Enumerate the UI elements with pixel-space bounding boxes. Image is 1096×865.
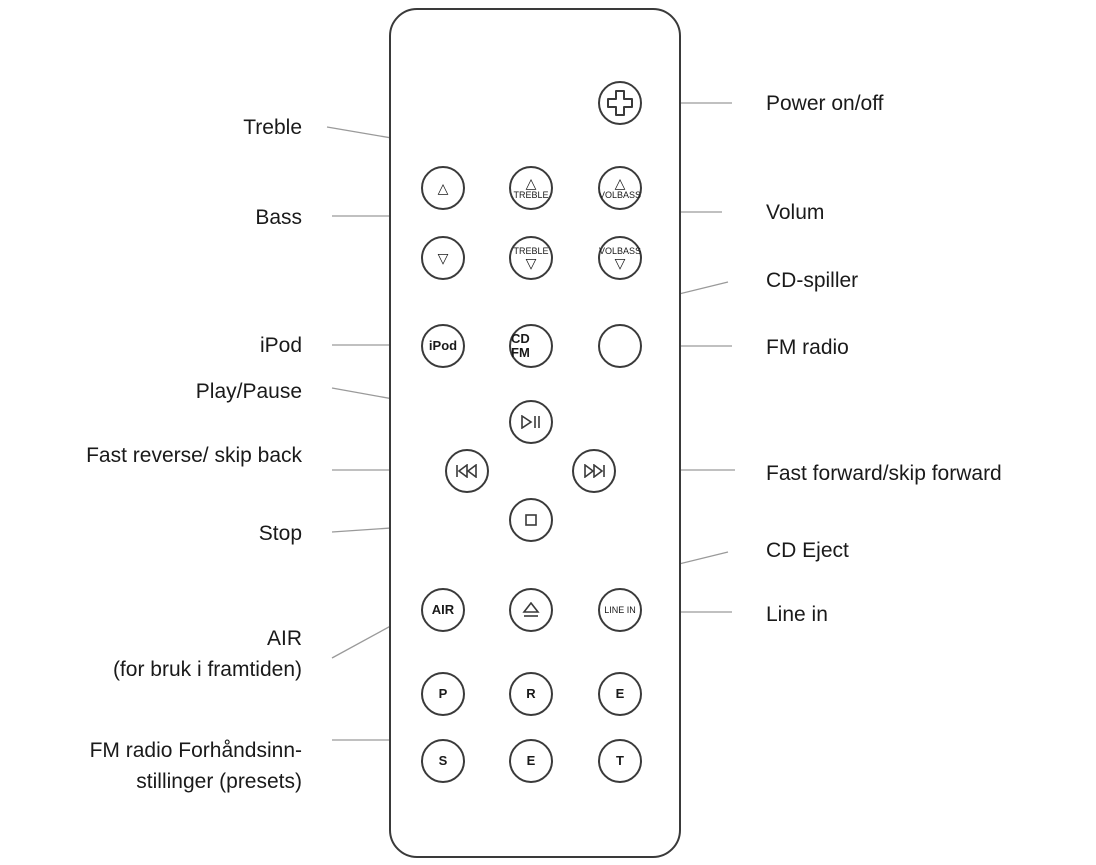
vol-bass-up-button[interactable]: △ VOLBASS: [598, 166, 642, 210]
eject-icon: [522, 602, 540, 617]
label-stop: Stop: [258, 522, 302, 545]
preset-r-button[interactable]: R: [509, 672, 553, 716]
eject-button[interactable]: [509, 588, 553, 632]
preset-t-button[interactable]: T: [598, 739, 642, 783]
line-in-button-label: LINE IN: [604, 605, 636, 615]
preset-e1-button[interactable]: E: [598, 672, 642, 716]
preset-e2-label: E: [526, 753, 536, 768]
stop-button[interactable]: [509, 498, 553, 542]
triangle-down-icon: ▽: [614, 255, 626, 271]
label-air-line2: (for bruk i framtiden): [112, 658, 302, 681]
label-treble: Treble: [243, 116, 302, 139]
label-presets-line1: FM radio Forhåndsinn-: [89, 739, 302, 762]
plus-icon: [607, 90, 633, 116]
vol-bass-up-label: VOLBASS: [598, 190, 642, 200]
triangle-up-icon: △: [525, 175, 537, 191]
label-presets-line2: stillinger (presets): [136, 770, 302, 793]
vol-bass-down-label: VOLBASS: [598, 246, 642, 256]
skip-back-icon: [456, 464, 477, 478]
cd-fm-button-label: CD FM: [511, 331, 530, 360]
preset-t-label: T: [616, 753, 624, 768]
air-button[interactable]: AIR: [421, 588, 465, 632]
preset-e1-label: E: [615, 686, 625, 701]
label-bass: Bass: [255, 206, 302, 229]
line-in-button[interactable]: LINE IN: [598, 588, 642, 632]
preset-p-button[interactable]: P: [421, 672, 465, 716]
vol-bass-down-button[interactable]: VOLBASS ▽: [598, 236, 642, 280]
bass-up-button[interactable]: △: [421, 166, 465, 210]
triangle-down-icon: ▽: [525, 255, 537, 271]
skip-forward-icon: [584, 464, 605, 478]
treble-up-label: TREBLE: [513, 190, 549, 200]
air-button-label: AIR: [431, 602, 455, 617]
treble-up-button[interactable]: △ TREBLE: [509, 166, 553, 210]
cd-fm-button[interactable]: CD FM: [509, 324, 553, 368]
preset-e2-button[interactable]: E: [509, 739, 553, 783]
skip-forward-button[interactable]: [572, 449, 616, 493]
triangle-down-icon: ▽: [437, 250, 449, 266]
skip-back-button[interactable]: [445, 449, 489, 493]
label-ipod: iPod: [259, 334, 302, 357]
label-play-pause: Play/Pause: [195, 380, 302, 403]
label-fm-radio: FM radio: [766, 336, 849, 359]
triangle-up-icon: △: [437, 180, 449, 196]
label-fast-forward: Fast forward/skip forward: [766, 462, 1002, 485]
bass-down-button[interactable]: ▽: [421, 236, 465, 280]
preset-r-label: R: [526, 686, 536, 701]
treble-down-label: TREBLE: [513, 246, 549, 256]
label-line-in: Line in: [766, 603, 828, 626]
triangle-up-icon: △: [614, 175, 626, 191]
label-cd-eject: CD Eject: [766, 539, 849, 562]
label-air-line1: AIR: [266, 627, 302, 650]
label-fast-reverse: Fast reverse/ skip back: [86, 444, 302, 467]
preset-s-label: S: [438, 753, 448, 768]
stop-icon: [525, 514, 537, 526]
ipod-button[interactable]: iPod: [421, 324, 465, 368]
label-power: Power on/off: [766, 92, 884, 115]
preset-s-button[interactable]: S: [421, 739, 465, 783]
play-pause-icon: [521, 415, 540, 429]
preset-p-label: P: [438, 686, 448, 701]
power-button[interactable]: [598, 81, 642, 125]
play-pause-button[interactable]: [509, 400, 553, 444]
label-volume: Volum: [766, 201, 825, 224]
treble-down-button[interactable]: TREBLE ▽: [509, 236, 553, 280]
label-cd-player: CD-spiller: [766, 269, 859, 292]
ipod-button-label: iPod: [428, 338, 458, 353]
fm-radio-button[interactable]: [598, 324, 642, 368]
